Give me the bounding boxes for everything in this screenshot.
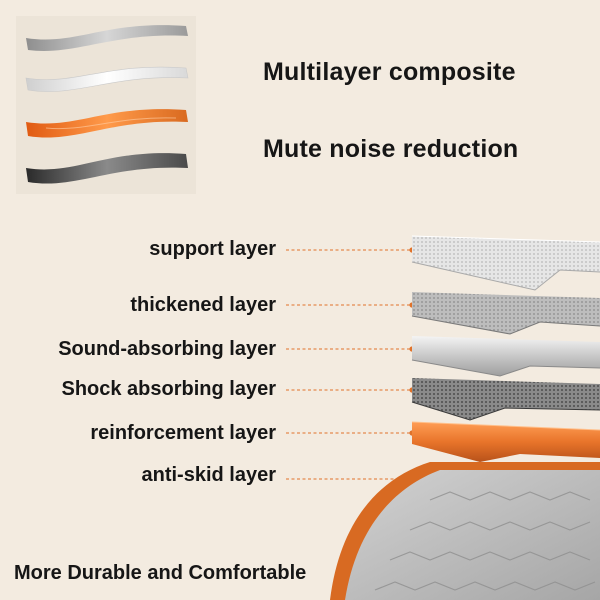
reinforcement-layer-swatch — [411, 421, 600, 462]
thickened-layer-swatch — [411, 292, 600, 335]
layer-label-reinforcement: reinforcement layer — [90, 422, 276, 444]
leader-dots — [409, 247, 415, 482]
headline-mute-noise-reduction: Mute noise reduction — [263, 135, 519, 163]
layer-label-anti-skid: anti-skid layer — [141, 464, 276, 486]
shock-absorbing-layer-swatch — [411, 378, 600, 421]
footer-tagline: More Durable and Comfortable — [14, 562, 307, 584]
layer-label-shock-absorbing: Shock absorbing layer — [61, 378, 276, 400]
headline-multilayer-composite: Multilayer composite — [263, 58, 516, 86]
layer-label-support: support layer — [149, 238, 276, 260]
thumb-layer-dark — [26, 153, 188, 184]
sound-absorbing-layer-swatch — [411, 336, 600, 377]
thumb-layer-white — [25, 66, 189, 92]
insole-layers-thumbnail — [16, 16, 196, 194]
layer-label-thickened: thickened layer — [130, 294, 276, 316]
thumb-layer-gray — [26, 25, 188, 51]
layer-label-sound-absorbing: Sound-absorbing layer — [58, 338, 276, 360]
anti-skid-layer-swatch — [330, 462, 600, 600]
support-layer-swatch — [411, 235, 600, 291]
leader-lines — [286, 249, 412, 480]
insole-layers-illustration — [25, 25, 189, 184]
thumb-layer-orange — [26, 109, 188, 138]
